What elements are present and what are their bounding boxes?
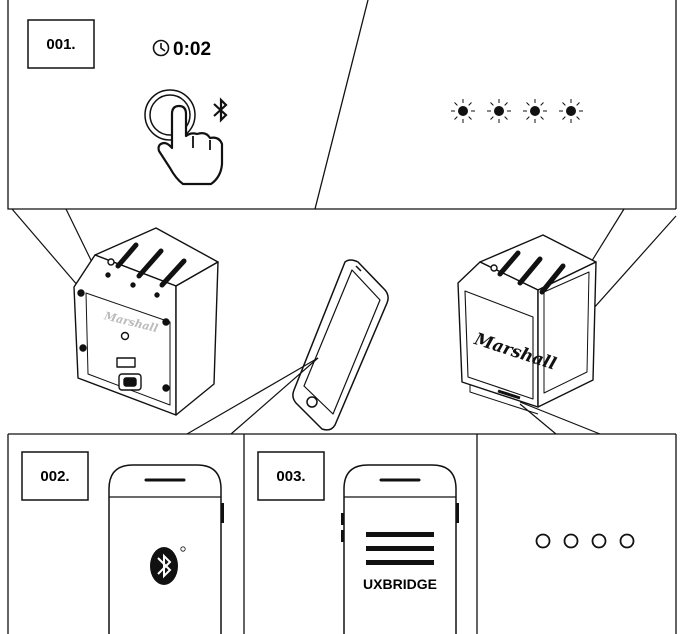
step-001-number: 001. <box>46 36 75 53</box>
uxbridge-app-icon <box>366 532 434 565</box>
step-003-label: 003. <box>257 451 325 501</box>
blinking-indicator-light <box>523 99 547 123</box>
blinking-indicator-light <box>487 99 511 123</box>
bottom-panels <box>7 433 677 634</box>
power-button-icon <box>144 89 196 141</box>
bluetooth-icon <box>213 97 228 123</box>
blinking-indicator-light <box>559 99 583 123</box>
speaker-back-view <box>73 227 219 416</box>
off-indicator-light <box>619 533 635 549</box>
blinking-indicators <box>451 99 583 123</box>
speaker-front-view <box>457 234 597 415</box>
uxbridge-app-name: UXBRIDGE <box>363 576 437 592</box>
off-indicator-light <box>591 533 607 549</box>
step-001-label: 001. <box>27 19 95 69</box>
step-002-number: 002. <box>40 468 69 485</box>
phone-device <box>292 259 389 431</box>
off-indicator-light <box>563 533 579 549</box>
top-panel <box>7 0 677 210</box>
off-indicator-light <box>535 533 551 549</box>
off-indicators <box>535 533 635 549</box>
timer-label: 0:02 <box>173 39 211 60</box>
step-002-label: 002. <box>21 451 89 501</box>
bluetooth-app-icon <box>150 546 186 585</box>
step-003-number: 003. <box>276 468 305 485</box>
finger-press-icon <box>157 104 224 186</box>
blinking-indicator-light <box>451 99 475 123</box>
clock-icon <box>152 39 170 57</box>
callout-lines-bottom <box>186 357 601 435</box>
